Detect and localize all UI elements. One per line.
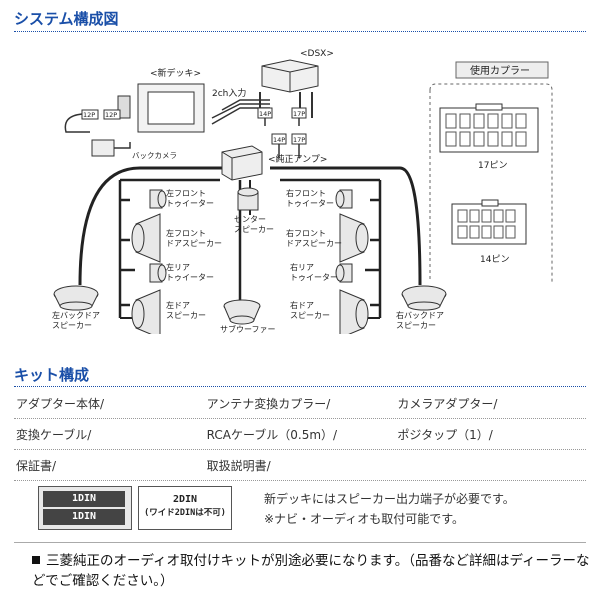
kit-item: 保証書/ bbox=[16, 458, 57, 473]
rr-tweeter-label-1: 右リア bbox=[290, 262, 314, 272]
lf-tweeter-label-1: 左フロント bbox=[166, 188, 206, 198]
rf-tweeter-icon bbox=[335, 189, 353, 209]
pin12-right: 12P bbox=[105, 111, 117, 119]
din2-line2: (ワイド2DINは不可) bbox=[144, 508, 226, 518]
kit-item: ポジタップ（1）/ bbox=[397, 427, 493, 442]
kit-item: アダプター本体/ bbox=[16, 396, 105, 411]
subwoofer-icon bbox=[223, 299, 261, 325]
r-back-speaker-icon bbox=[401, 285, 447, 311]
r-door-label-1: 右ドア bbox=[290, 300, 314, 310]
pin12-left: 12P bbox=[83, 111, 95, 119]
section-divider bbox=[14, 31, 586, 32]
lf-door-speaker-icon bbox=[131, 213, 161, 263]
din2-box: 2DIN (ワイド2DINは不可) bbox=[138, 486, 232, 530]
footer-text-wrap: 三菱純正のオーディオ取付けキットが別途必要になります。（品番など詳細はディーラー… bbox=[32, 551, 592, 591]
back-camera bbox=[91, 139, 131, 157]
kit-item: アンテナ変換カプラー/ bbox=[206, 396, 331, 411]
r-door-label-2: スピーカー bbox=[290, 311, 330, 320]
section-divider bbox=[14, 386, 586, 387]
l-back-label-2: スピーカー bbox=[52, 321, 92, 330]
kit-item: 取扱説明書/ bbox=[206, 458, 271, 473]
lr-tweeter-label-2: トゥイーター bbox=[166, 273, 214, 282]
pin14-lower: 14P bbox=[273, 136, 285, 144]
subwoofer-label: サブウーファー bbox=[220, 324, 276, 334]
rr-tweeter-label-2: トゥイーター bbox=[290, 273, 338, 282]
center-label-2: スピーカー bbox=[234, 225, 274, 234]
center-label-1: センター bbox=[234, 215, 266, 224]
rr-tweeter-icon bbox=[335, 263, 353, 283]
section-title-system: システム構成図 bbox=[14, 10, 119, 28]
din1-top: 1DIN bbox=[43, 491, 125, 507]
speaker-icons bbox=[53, 187, 447, 334]
kit-row: 保証書/ 取扱説明書/ bbox=[14, 450, 586, 481]
dsx-unit bbox=[211, 59, 319, 125]
note-line-1: 新デッキにはスピーカー出力端子が必要です。 bbox=[264, 492, 515, 506]
footer-notice: 三菱純正のオーディオ取付けキットが別途必要になります。（品番など詳細はディーラー… bbox=[14, 542, 590, 595]
din1-stack: 1DIN 1DIN bbox=[38, 486, 132, 530]
kit-list: アダプター本体/ アンテナ変換カプラー/ カメラアダプター/ 変換ケーブル/ R… bbox=[14, 388, 586, 481]
lf-door-label-2: ドアスピーカー bbox=[166, 239, 222, 248]
l-back-speaker-icon bbox=[53, 285, 99, 311]
kit-item: 変換ケーブル/ bbox=[16, 427, 92, 442]
l-door-label-2: スピーカー bbox=[166, 311, 206, 320]
coupler-title: 使用カプラー bbox=[470, 64, 530, 77]
coupler-17pin-icon bbox=[439, 103, 539, 153]
dsx-label: <DSX> bbox=[300, 49, 334, 59]
coupler-14pin-icon bbox=[451, 199, 527, 245]
kit-row: アダプター本体/ アンテナ変換カプラー/ カメラアダプター/ bbox=[14, 388, 586, 419]
lr-tweeter-icon bbox=[149, 263, 167, 283]
r-door-speaker-icon bbox=[339, 289, 369, 334]
new-deck-label: <新デッキ> bbox=[150, 67, 201, 79]
pin14-upper: 14P bbox=[259, 110, 271, 118]
pin17-lower: 17P bbox=[293, 136, 305, 144]
rf-tweeter-label-2: トゥイーター bbox=[286, 199, 334, 208]
rf-door-speaker-icon bbox=[339, 213, 369, 263]
coupler-frame bbox=[429, 83, 553, 282]
kit-row: 変換ケーブル/ RCAケーブル（0.5m）/ ポジタップ（1）/ bbox=[14, 419, 586, 450]
kit-item: カメラアダプター/ bbox=[397, 396, 498, 411]
pin17-caption: 17ピン bbox=[478, 160, 507, 171]
lf-tweeter-label-2: トゥイーター bbox=[166, 199, 214, 208]
pin14-caption: 14ピン bbox=[480, 254, 509, 265]
rf-door-label-2: ドアスピーカー bbox=[286, 239, 342, 248]
coupler-title-box bbox=[455, 61, 549, 79]
amplifier bbox=[221, 145, 263, 181]
lr-tweeter-label-1: 左リア bbox=[166, 262, 190, 272]
din1-bottom: 1DIN bbox=[43, 509, 125, 525]
din2-label: 2DIN (ワイド2DINは不可) bbox=[139, 493, 231, 520]
r-back-label-2: スピーカー bbox=[396, 321, 436, 330]
note-line-2: ※ナビ・オーディオも取付可能です。 bbox=[264, 512, 465, 526]
rf-door-label-1: 右フロント bbox=[286, 228, 326, 238]
amp-label: <純正アンプ> bbox=[268, 153, 327, 165]
pin17-upper: 17P bbox=[293, 110, 305, 118]
new-deck bbox=[117, 83, 205, 133]
bullet-icon bbox=[32, 556, 40, 564]
r-back-label-1: 右バックドア bbox=[396, 310, 444, 320]
l-door-speaker-icon bbox=[131, 289, 161, 334]
connector-group bbox=[257, 107, 307, 158]
section-title-kit: キット構成 bbox=[14, 366, 90, 384]
l-door-label-1: 左ドア bbox=[166, 300, 190, 310]
lf-door-label-1: 左フロント bbox=[166, 228, 206, 238]
back-camera-label: バックカメラ bbox=[132, 151, 177, 160]
input-2ch-label: 2ch入力 bbox=[212, 87, 246, 99]
din2-line1: 2DIN bbox=[172, 494, 198, 505]
rf-tweeter-label-1: 右フロント bbox=[286, 188, 326, 198]
system-diagram: <DSX> 2ch入力 14P 17P 14P 17P <新デッキ> 12P 1… bbox=[52, 49, 553, 334]
l-back-label-1: 左バックドア bbox=[52, 310, 100, 320]
lf-tweeter-icon bbox=[149, 189, 167, 209]
center-speaker-icon bbox=[237, 187, 259, 211]
kit-item: RCAケーブル（0.5m）/ bbox=[206, 427, 338, 442]
footer-text: 三菱純正のオーディオ取付けキットが別途必要になります。（品番など詳細はディーラー… bbox=[32, 553, 590, 589]
